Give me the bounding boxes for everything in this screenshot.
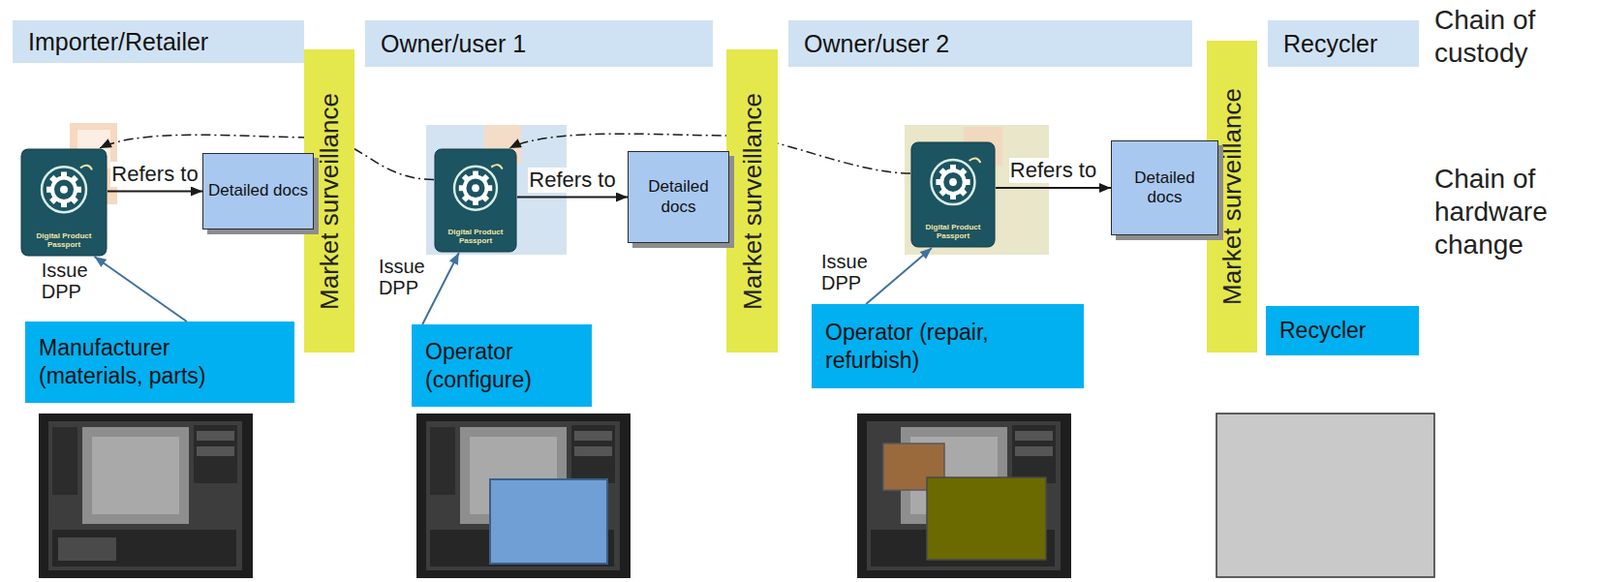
node-label: Detailed docs xyxy=(632,177,725,217)
stage-band: Importer/Retailer xyxy=(12,20,305,63)
connector-arrow xyxy=(865,247,932,305)
connector-arrow xyxy=(107,190,203,193)
actor-box: Operator (repair, refurbish) xyxy=(811,304,1084,389)
edge-label: Refers to xyxy=(1009,157,1098,184)
passport-ghosts xyxy=(69,123,1049,255)
surveillance-band: Market surveillance xyxy=(726,49,778,353)
node-label: Detailed docs xyxy=(208,181,308,201)
node-label: Market surveillance xyxy=(737,92,768,310)
node-label: Owner/user 2 xyxy=(803,30,950,59)
node-label: Operator (repair, refurbish) xyxy=(825,318,999,375)
connector-arrow xyxy=(422,252,460,325)
node-label: Manufacturer (materials, parts) xyxy=(38,334,210,391)
node-label: Market surveillance xyxy=(314,92,345,310)
edge-label: Issue DPP xyxy=(41,259,92,303)
connector-arrow xyxy=(94,256,187,322)
docs-box: Detailed docs xyxy=(1110,140,1219,236)
recycled-grey-box xyxy=(1216,413,1435,578)
pc-case-photo xyxy=(416,413,631,579)
node-label: Recycler xyxy=(1283,30,1378,59)
node-label: Detailed docs xyxy=(1115,168,1214,209)
actor-box: Manufacturer (materials, parts) xyxy=(25,321,295,403)
passport-icon: Digital Product Passport xyxy=(20,148,108,257)
node-label: Owner/user 1 xyxy=(380,30,526,59)
pc-case-photo xyxy=(38,413,253,579)
passport-icon: Digital Product Passport xyxy=(910,141,996,248)
connector-arrow xyxy=(517,196,628,199)
side-note: Chain of custody xyxy=(1434,3,1592,70)
actor-box: Operator (configure) xyxy=(411,324,592,407)
docs-box: Detailed docs xyxy=(202,153,314,230)
stage-band: Recycler xyxy=(1267,20,1419,67)
pc-case-photo xyxy=(857,413,1072,579)
actor-box: Recycler xyxy=(1265,306,1419,356)
stage-band: Owner/user 1 xyxy=(365,20,713,67)
connector-arrow xyxy=(995,186,1111,189)
node-label: Digital Product Passport xyxy=(440,227,511,246)
node-label: Market surveillance xyxy=(1217,88,1248,306)
side-note: Chain of hardware change xyxy=(1434,162,1592,262)
node-label: Digital Product Passport xyxy=(29,231,99,249)
node-label: Importer/Retailer xyxy=(28,28,209,57)
node-label: Operator (configure) xyxy=(425,338,535,395)
docs-box: Detailed docs xyxy=(627,151,730,244)
edge-label: Refers to xyxy=(527,167,616,193)
edge-label: Issue DPP xyxy=(821,250,871,294)
node-label: Digital Product Passport xyxy=(918,222,988,241)
stage-band: Owner/user 2 xyxy=(788,20,1193,67)
edge-label: Issue DPP xyxy=(378,255,429,299)
node-label: Recycler xyxy=(1279,316,1366,345)
edge-label: Refers to xyxy=(110,161,199,187)
passport-icon: Digital Product Passport xyxy=(433,148,518,253)
